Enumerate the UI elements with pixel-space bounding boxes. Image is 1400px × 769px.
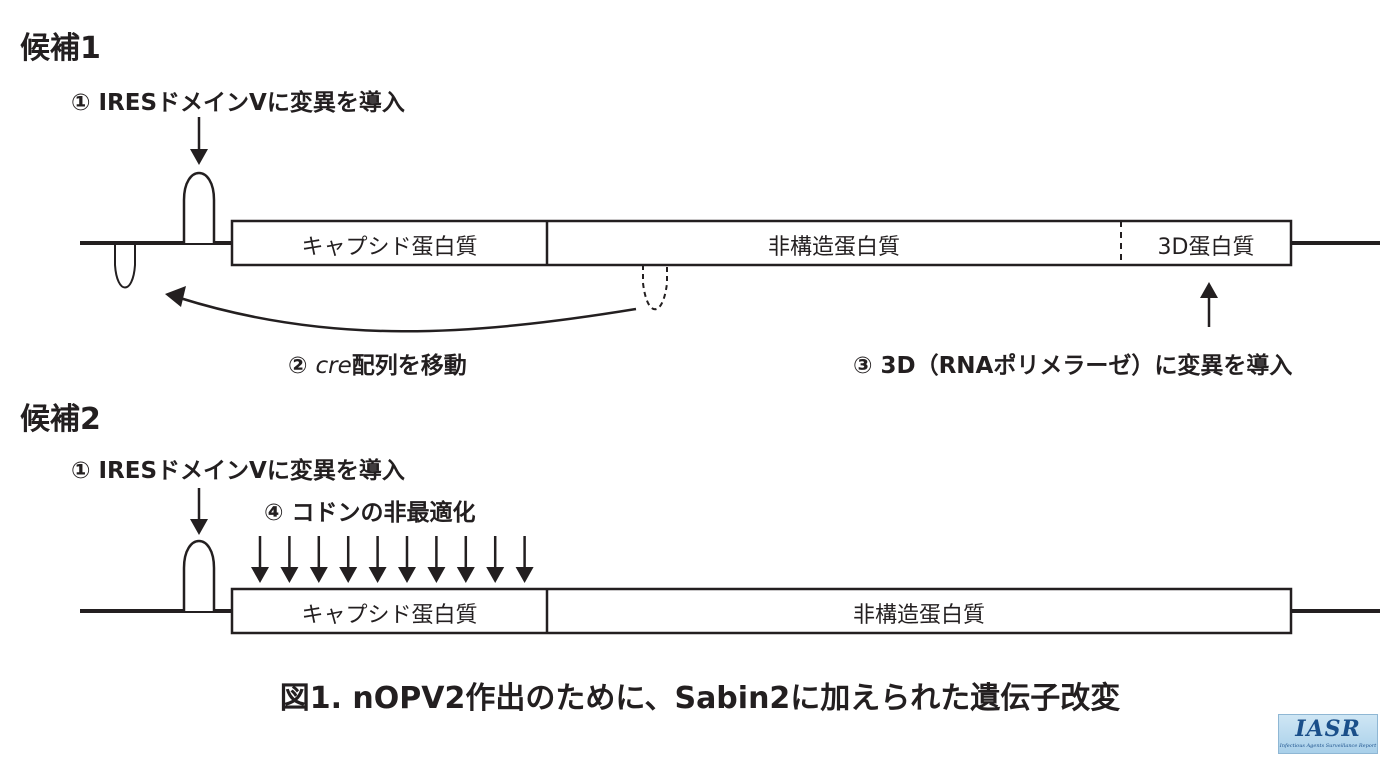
candidate1-segment-nonstructural: 非構造蛋白質 — [767, 235, 900, 260]
cre-loop-new — [114, 245, 136, 289]
candidate1-segment-3d: 3D蛋白質 — [1157, 235, 1255, 260]
candidate1-step3-label: ③ 3D（RNAポリメラーゼ）に変異を導入 — [853, 353, 1293, 379]
iasr-logo: IASR Infectious Agents Surveillance Repo… — [1278, 714, 1378, 754]
codon-arrowhead — [339, 567, 358, 583]
candidate1-genome — [80, 117, 1380, 333]
candidate2-step4-label: ④ コドンの非最適化 — [264, 500, 476, 526]
iasr-logo-text: IASR — [1295, 716, 1361, 742]
codon-arrowhead — [251, 567, 269, 583]
orf-box-2 — [230, 587, 1293, 635]
candidate1-step2-label: ② cre配列を移動 — [288, 346, 467, 380]
iasr-logo-subtitle: Infectious Agents Surveillance Report — [1279, 743, 1377, 749]
step2-prefix: ② — [288, 353, 316, 379]
codon-arrowhead — [427, 567, 446, 583]
codon-arrowhead — [456, 567, 475, 583]
step3-arrowhead — [1200, 282, 1218, 298]
step1-arrowhead-2 — [190, 519, 208, 535]
orf-box-1 — [230, 219, 1293, 267]
codon-arrowhead — [515, 567, 534, 583]
codon-arrowhead — [368, 567, 387, 583]
step1-arrowhead-1 — [190, 149, 208, 165]
codon-arrowhead — [309, 567, 328, 583]
ires-domain-v-loop-2 — [182, 539, 216, 611]
step2-suffix: 配列を移動 — [351, 353, 467, 379]
codon-arrowhead — [280, 567, 299, 583]
codon-deoptimization-arrows — [251, 536, 534, 583]
candidate2-segment-capsid: キャプシド蛋白質 — [301, 603, 478, 628]
step2-cre: cre — [315, 353, 352, 379]
cre-move-arrowhead — [165, 286, 186, 307]
figure-caption: 図1. nOPV2作出のために、Sabin2に加えられた遺伝子改変 — [279, 681, 1121, 716]
cre-move-arrow — [179, 296, 637, 333]
candidate2-step1-label: ① IRESドメインVに変異を導入 — [71, 458, 405, 484]
candidate2-segment-nonstructural: 非構造蛋白質 — [852, 603, 985, 628]
codon-arrowhead — [398, 567, 416, 583]
candidate1-step1-label: ① IRESドメインVに変異を導入 — [71, 90, 405, 116]
candidate2-genome — [80, 488, 1380, 635]
candidate1-heading: 候補1 — [20, 31, 101, 66]
ires-domain-v-loop-1 — [182, 171, 216, 243]
candidate1-segment-capsid: キャプシド蛋白質 — [301, 235, 478, 260]
candidate2-heading: 候補2 — [20, 402, 101, 437]
codon-arrowhead — [486, 567, 505, 583]
cre-loop-old-dashed — [642, 265, 668, 311]
